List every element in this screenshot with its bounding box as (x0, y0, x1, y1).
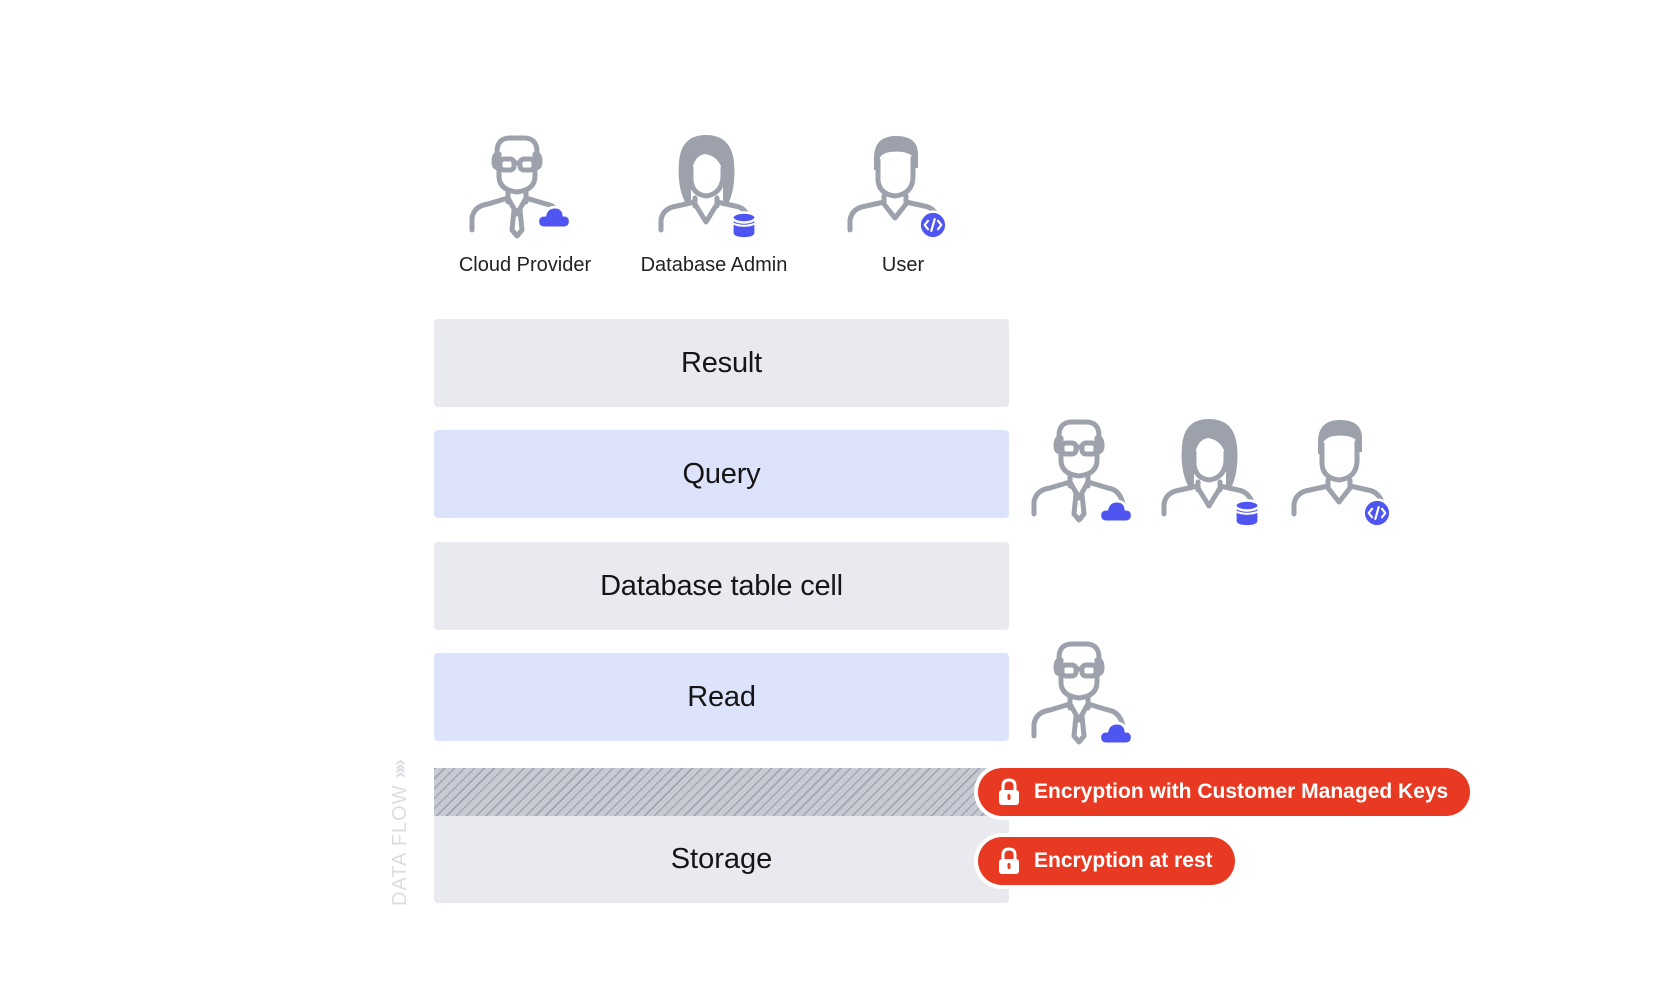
query-database-admin-persona (1140, 416, 1280, 528)
encryption-at-rest-badge: Encryption at rest (978, 837, 1235, 885)
encrypted-storage-band (434, 768, 1009, 816)
lock-icon (996, 778, 1022, 806)
query-layer: Query (434, 430, 1009, 518)
code-icon (1362, 498, 1392, 528)
result-layer: Result (434, 319, 1009, 407)
cloud-provider-label: Cloud Provider (458, 254, 592, 276)
cloud-icon (1098, 720, 1134, 746)
data-flow-chevrons: »» (388, 762, 411, 779)
database-admin-persona (637, 132, 777, 244)
user-persona (826, 132, 966, 244)
cloud-icon (1098, 498, 1134, 524)
query-cloud-provider-persona (1010, 416, 1150, 528)
database-table-cell-layer: Database table cell (434, 542, 1009, 630)
query-user-persona (1270, 416, 1410, 528)
user-label: User (881, 254, 925, 276)
database-icon (729, 210, 759, 240)
code-icon (918, 210, 948, 240)
read-cloud-provider-persona (1010, 638, 1150, 750)
data-flow-text: DATA FLOW (388, 784, 411, 906)
lock-icon (996, 847, 1022, 875)
database-icon (1232, 498, 1262, 528)
cloud-provider-persona (448, 132, 588, 244)
customer-managed-keys-badge: Encryption with Customer Managed Keys (978, 768, 1471, 816)
read-layer: Read (434, 653, 1009, 741)
storage-layer: Storage (434, 816, 1009, 903)
data-flow-label: DATA FLOW »» (387, 736, 413, 906)
customer-managed-keys-label: Encryption with Customer Managed Keys (1034, 780, 1449, 803)
database-admin-label: Database Admin (640, 254, 788, 276)
encryption-at-rest-label: Encryption at rest (1034, 849, 1213, 872)
cloud-icon (536, 204, 572, 230)
